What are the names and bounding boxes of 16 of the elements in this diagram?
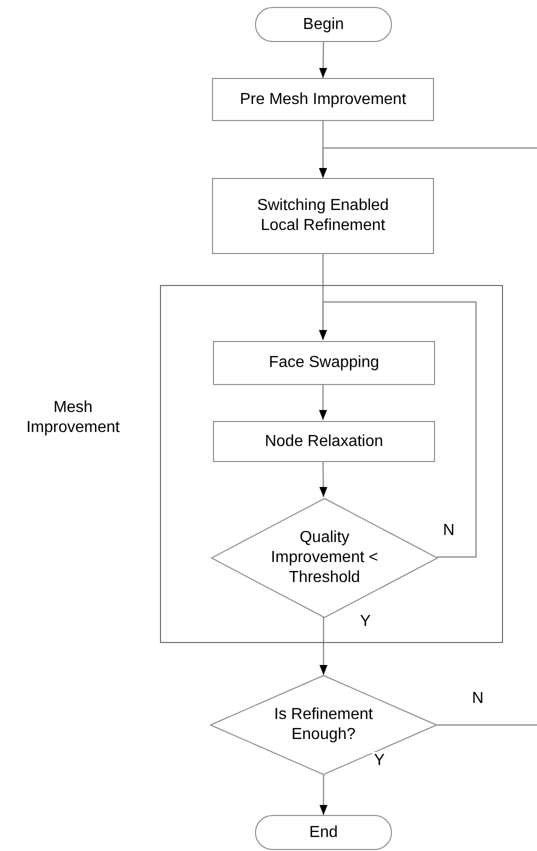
group-heading: Mesh Improvement [25, 398, 121, 438]
terminator-shape: Begin [255, 7, 392, 42]
arrow [320, 617, 328, 675]
process-box: Pre Mesh Improvement [212, 78, 434, 121]
process-box: Node Relaxation [213, 421, 435, 462]
process-box: Switching Enabled Local Refinement [212, 178, 434, 254]
arrow [319, 147, 537, 178]
arrow [319, 42, 328, 78]
arrow [319, 301, 477, 558]
decision-text: Is Refinement Enough? [273, 705, 374, 745]
terminator-shape: End [255, 815, 392, 850]
arrow [319, 461, 328, 497]
decision-text: Quality Improvement < Threshold [270, 528, 380, 588]
arrow [320, 775, 328, 815]
process-box: Face Swapping [213, 341, 435, 385]
arrow [319, 384, 327, 420]
